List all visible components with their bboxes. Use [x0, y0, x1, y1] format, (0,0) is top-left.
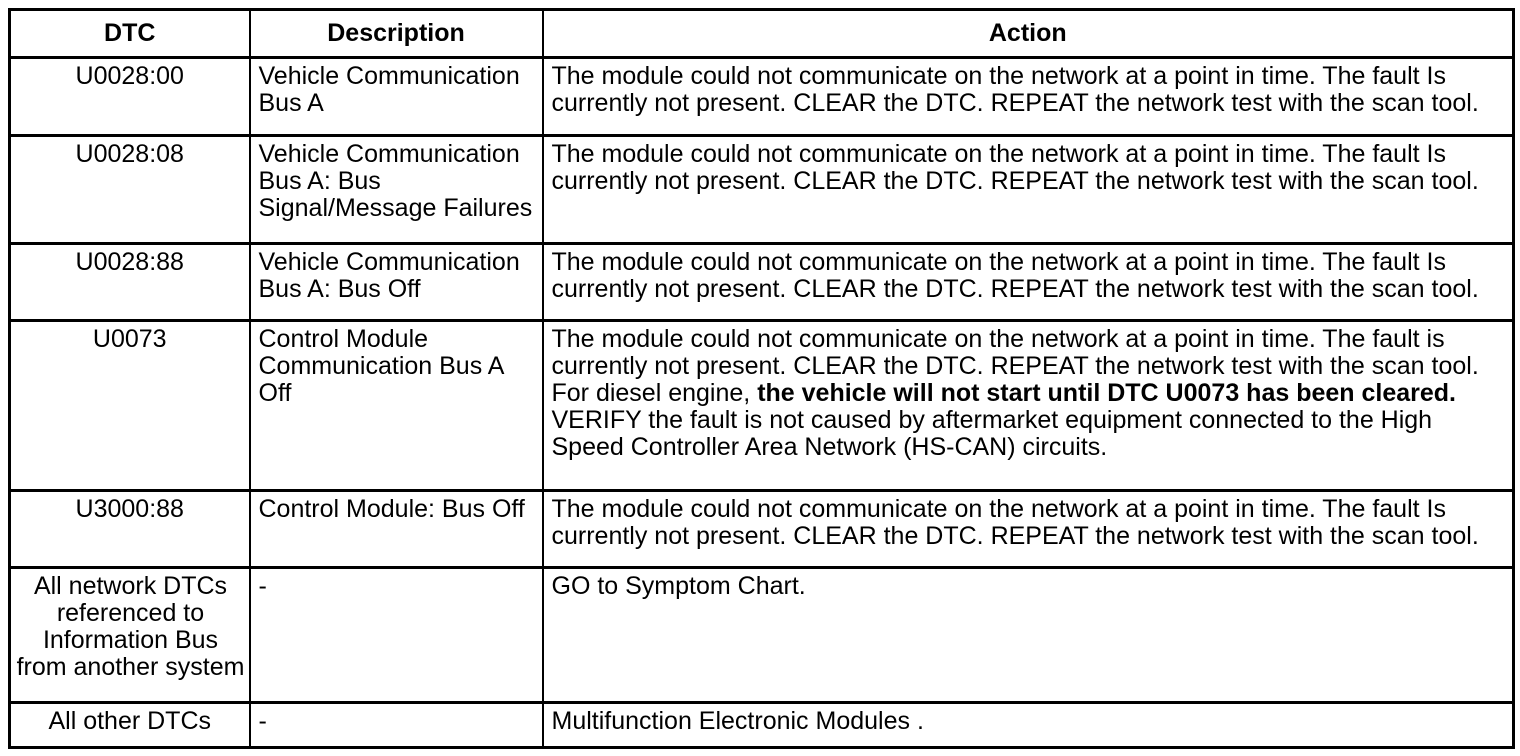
- table-row: U0028:08 Vehicle Communication Bus A: Bu…: [8, 134, 1515, 245]
- action-text: The module could not communicate on the …: [551, 325, 1479, 407]
- table-row: All other DTCs - Multifunction Electroni…: [8, 701, 1515, 749]
- description-cell: Control Module Communication Bus A Off: [248, 319, 544, 492]
- dtc-cell: U0073: [8, 319, 251, 492]
- description-cell: Control Module: Bus Off: [248, 489, 544, 569]
- table-row: U3000:88 Control Module: Bus Off The mod…: [8, 489, 1515, 569]
- action-cell: The module could not communicate on the …: [541, 242, 1515, 322]
- dtc-cell-text: All network DTCs referenced to Informati…: [16, 572, 245, 681]
- table-header-row: DTC Description Action: [8, 8, 1515, 59]
- action-text: VERIFY the fault is not caused by afterm…: [551, 406, 1433, 461]
- dtc-cell: All network DTCs referenced to Informati…: [8, 566, 251, 704]
- description-cell: Vehicle Communication Bus A: [248, 56, 544, 137]
- description-cell: -: [248, 566, 544, 704]
- table-header-action: Action: [541, 8, 1515, 59]
- action-cell: The module could not communicate on the …: [541, 134, 1515, 245]
- table-header-description: Description: [248, 8, 544, 59]
- dtc-cell: All other DTCs: [8, 701, 251, 749]
- dtc-cell: U0028:88: [8, 242, 251, 322]
- table-row: U0073 Control Module Communication Bus A…: [8, 319, 1515, 492]
- description-cell: -: [248, 701, 544, 749]
- action-cell: The module could not communicate on the …: [541, 319, 1515, 492]
- dtc-cell: U0028:00: [8, 56, 251, 137]
- description-cell: Vehicle Communication Bus A: Bus Signal/…: [248, 134, 544, 245]
- action-cell: The module could not communicate on the …: [541, 56, 1515, 137]
- action-text-bold: the vehicle will not start until DTC U00…: [757, 379, 1457, 407]
- action-cell: The module could not communicate on the …: [541, 489, 1515, 569]
- dtc-cell: U0028:08: [8, 134, 251, 245]
- dtc-cell: U3000:88: [8, 489, 251, 569]
- action-cell: Multifunction Electronic Modules .: [541, 701, 1515, 749]
- dtc-table: DTC Description Action U0028:00 Vehicle …: [8, 8, 1515, 749]
- description-cell: Vehicle Communication Bus A: Bus Off: [248, 242, 544, 322]
- action-cell: GO to Symptom Chart.: [541, 566, 1515, 704]
- table-header-dtc: DTC: [8, 8, 251, 59]
- table-row: All network DTCs referenced to Informati…: [8, 566, 1515, 704]
- table-row: U0028:88 Vehicle Communication Bus A: Bu…: [8, 242, 1515, 322]
- table-row: U0028:00 Vehicle Communication Bus A The…: [8, 56, 1515, 137]
